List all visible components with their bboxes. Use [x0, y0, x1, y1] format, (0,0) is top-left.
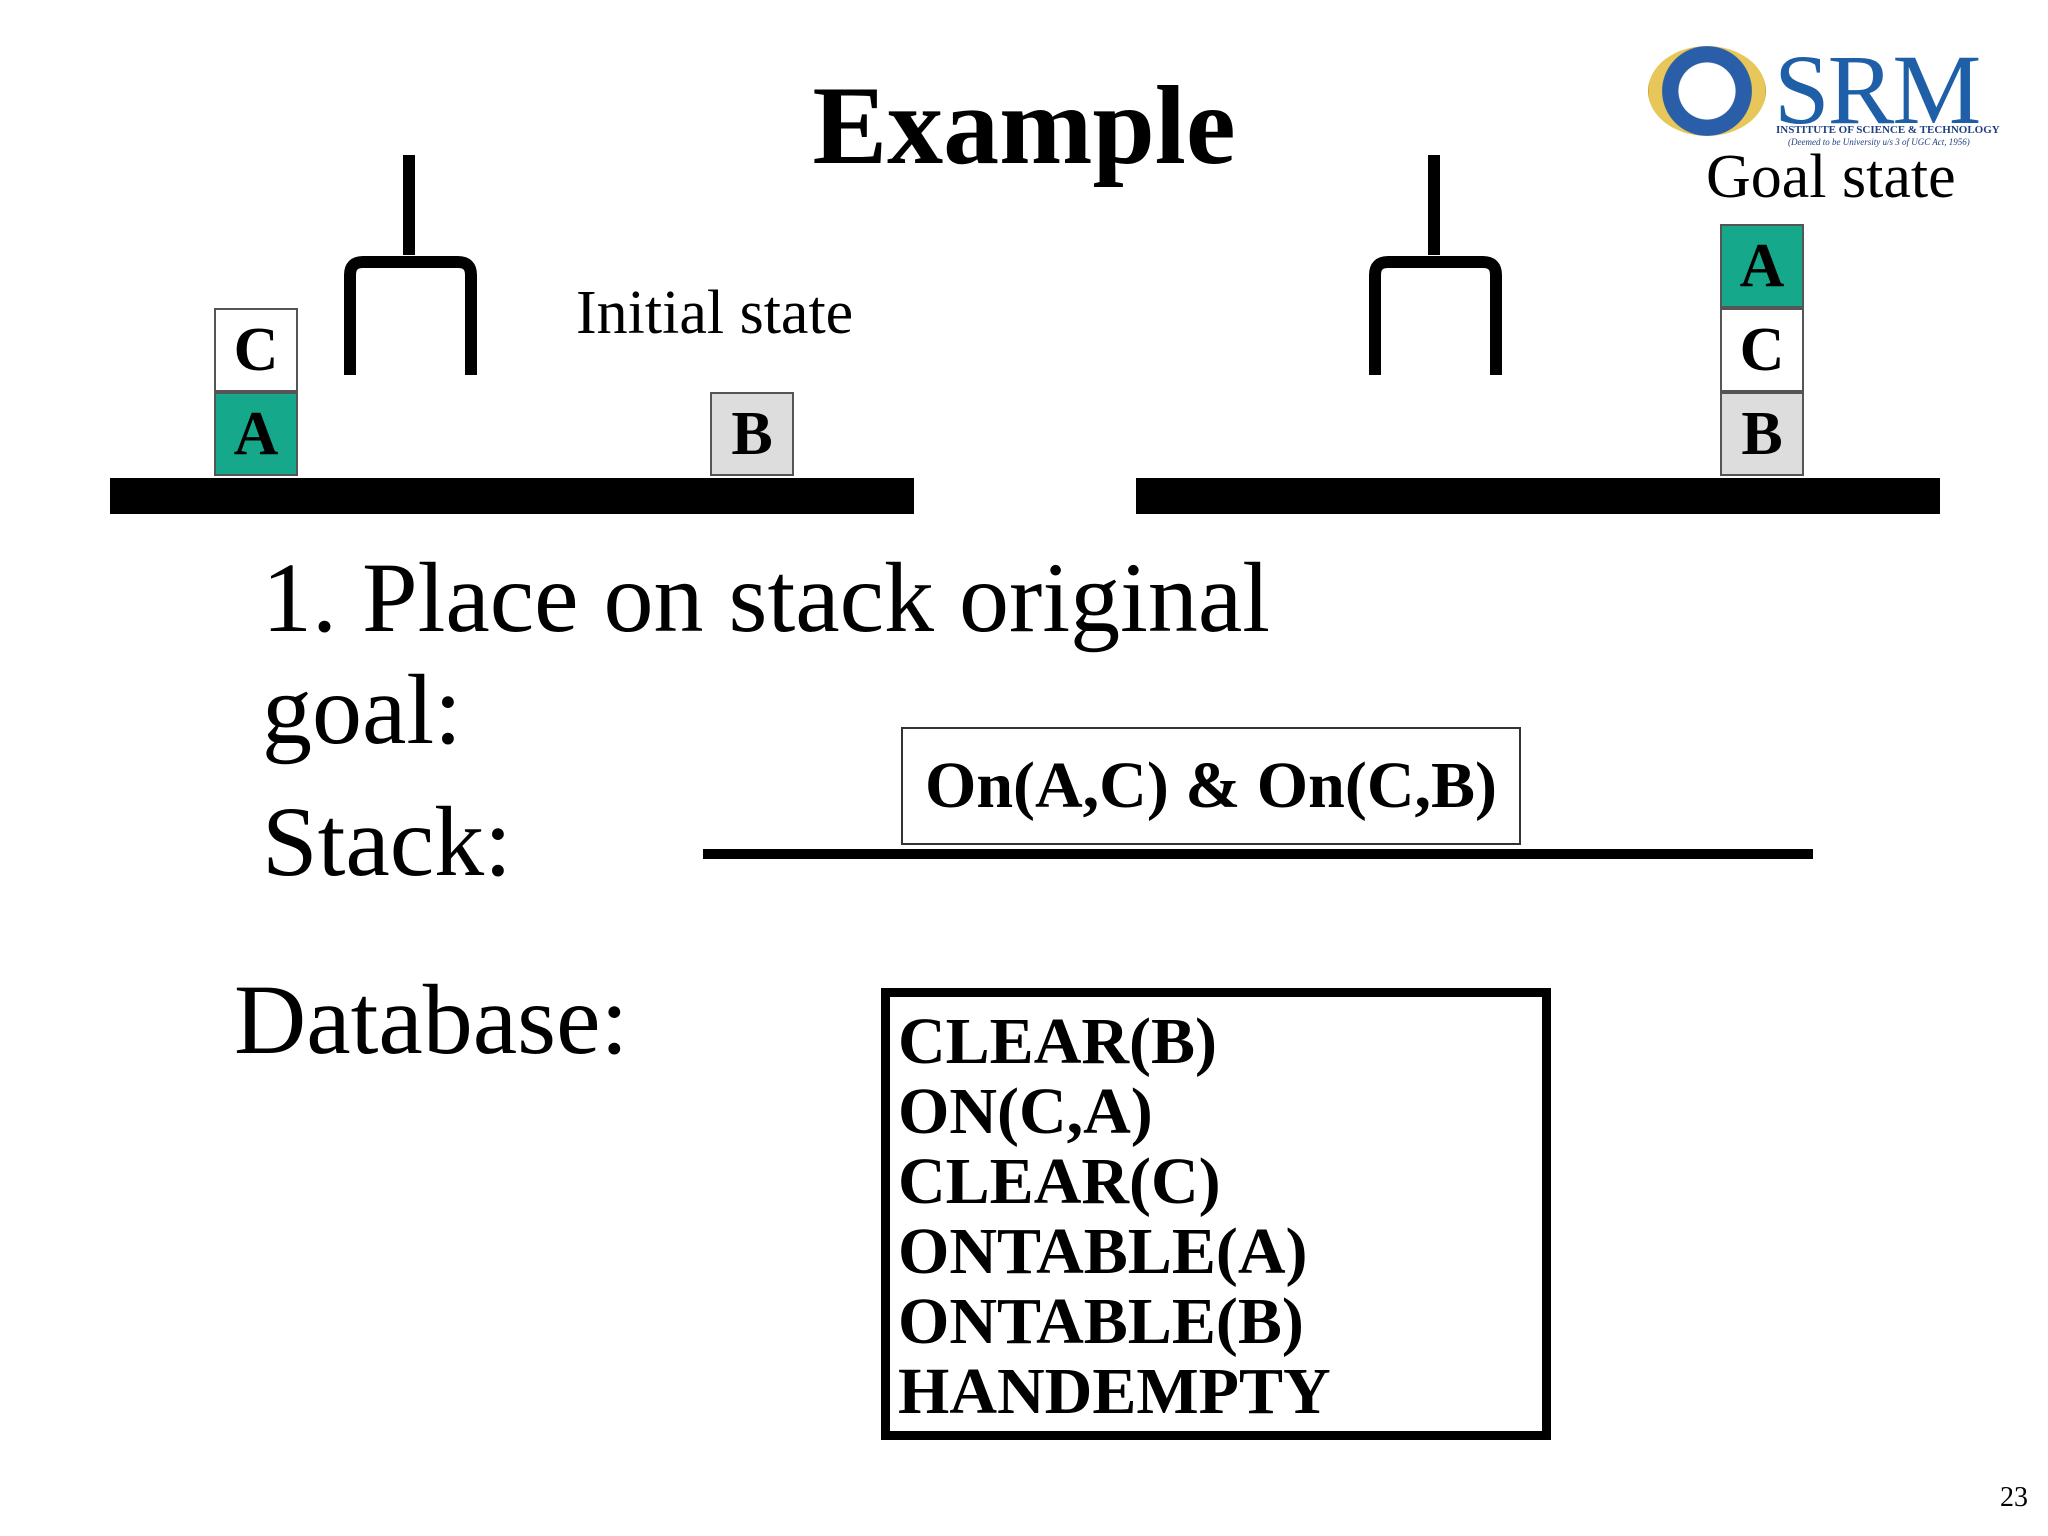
initial-table: [110, 478, 914, 514]
goal-block-b: B: [1720, 392, 1804, 476]
logo-name: SRM: [1774, 34, 1981, 145]
database-label: Database:: [234, 964, 629, 1075]
initial-state-label: Initial state: [576, 279, 854, 347]
stack-baseline: [703, 849, 1813, 859]
goal-block-c: C: [1720, 308, 1804, 392]
university-seal-icon: [1648, 46, 1766, 136]
goal-table: [1136, 478, 1940, 514]
database-item: HANDEMPTY: [898, 1355, 1331, 1428]
initial-block-a: A: [214, 392, 298, 476]
database-item: ONTABLE(A): [898, 1215, 1308, 1288]
initial-block-c: C: [214, 308, 298, 392]
step-text-line-2: goal:: [262, 654, 462, 765]
robot-arm-icon-goal: [1369, 155, 1502, 375]
database-item: CLEAR(C): [898, 1145, 1221, 1218]
robot-arm-icon-initial: [344, 155, 477, 375]
goal-state-label: Goal state: [1706, 143, 1956, 211]
srm-logo: SRM INSTITUTE OF SCIENCE & TECHNOLOGY (D…: [1648, 40, 2038, 160]
database-box: CLEAR(B) ON(C,A) CLEAR(C) ONTABLE(A) ONT…: [881, 988, 1551, 1440]
page-number: 23: [2000, 1482, 2028, 1513]
initial-block-b: B: [710, 392, 794, 476]
database-item: ONTABLE(B): [898, 1285, 1304, 1358]
logo-subtitle: INSTITUTE OF SCIENCE & TECHNOLOGY: [1776, 124, 2000, 136]
database-item: ON(C,A): [898, 1075, 1153, 1148]
step-text-line-1: 1. Place on stack original: [262, 542, 1271, 653]
goal-block-a: A: [1720, 224, 1804, 308]
stack-label: Stack:: [262, 786, 512, 897]
logo-tagline: (Deemed to be University u/s 3 of UGC Ac…: [1788, 137, 1970, 147]
database-item: CLEAR(B): [898, 1005, 1218, 1078]
slide-title: Example: [812, 64, 1236, 188]
stack-goal-box: On(A,C) & On(C,B): [901, 727, 1521, 845]
